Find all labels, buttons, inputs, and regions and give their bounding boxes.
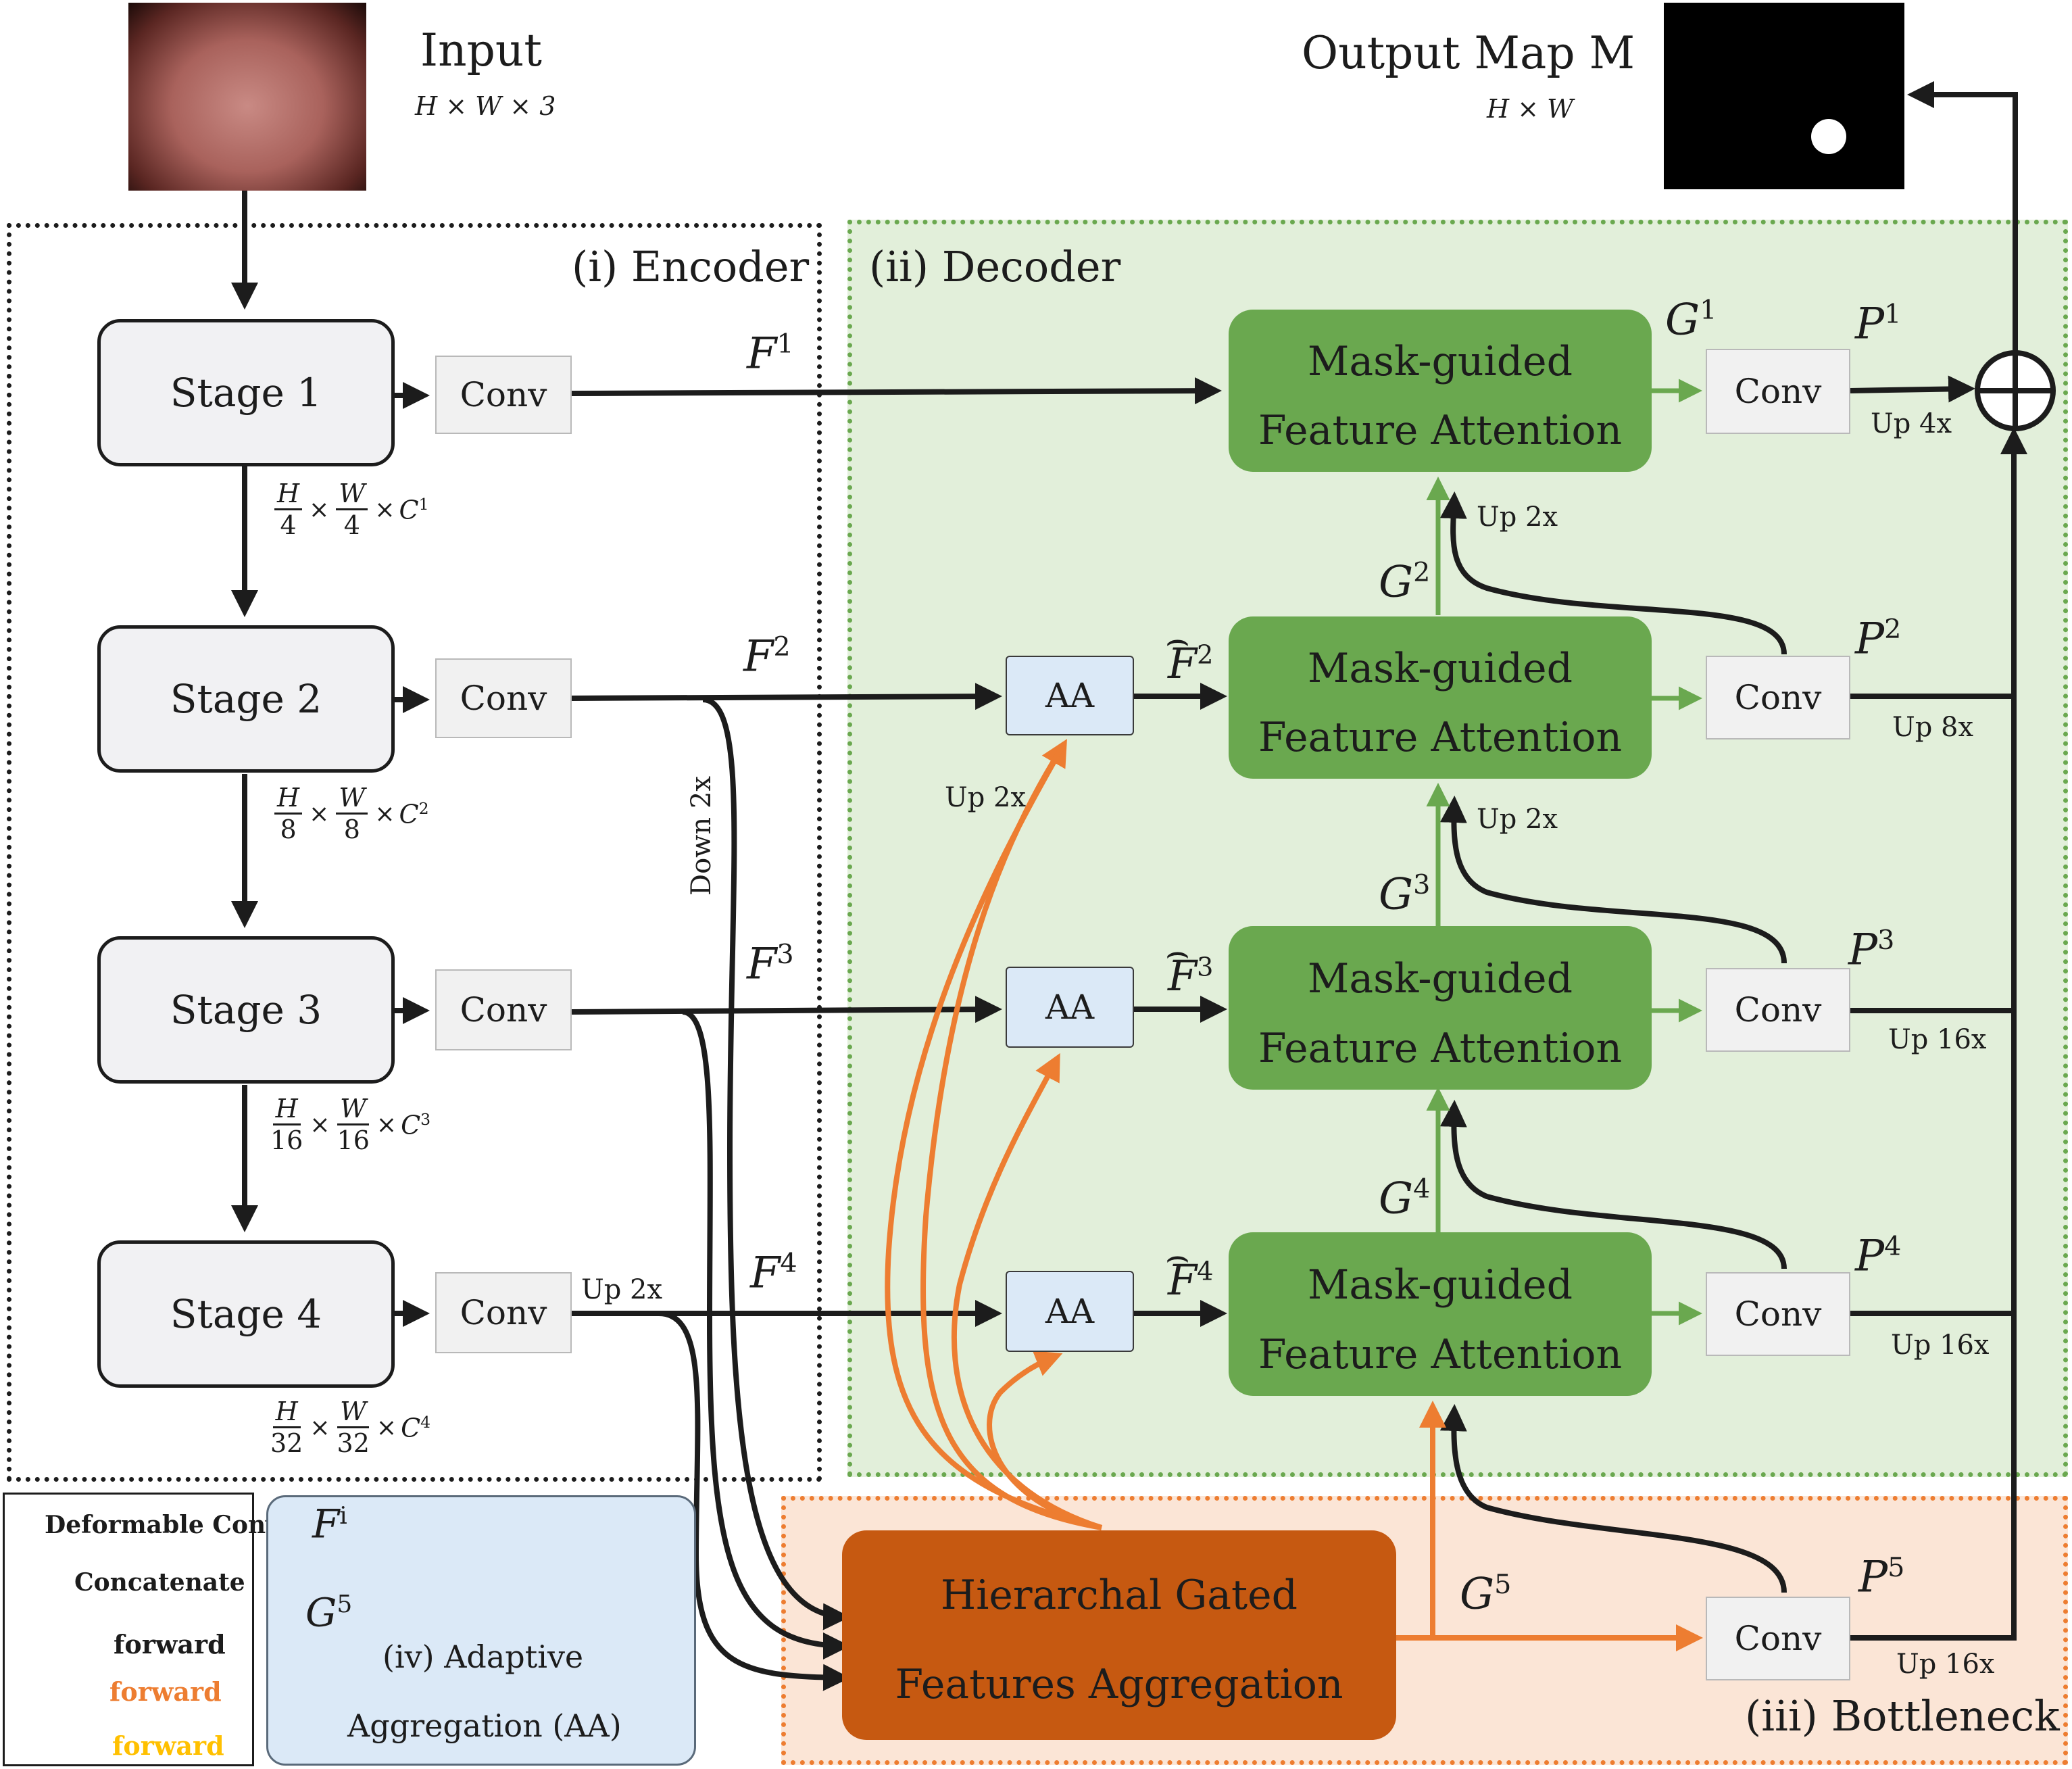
aa-block-3: AA (1006, 967, 1134, 1048)
label-down2x: Down 2x (686, 776, 717, 896)
encoder-region (7, 223, 822, 1482)
encoder-conv-3: Conv (435, 969, 572, 1050)
feedback-p3-mgfa2 (1439, 796, 1787, 964)
legend-forward-orange-label: forward (109, 1676, 222, 1707)
encoder-conv-4: Conv (435, 1272, 572, 1353)
decoder-conv-2: Conv (1706, 656, 1850, 740)
gate-g4: G4 (1379, 1173, 1431, 1224)
feature-hat-f4: F4⌢ (1165, 1234, 1214, 1305)
feature-f1: F1 (747, 329, 794, 379)
encoder-conv-2: Conv (435, 658, 572, 738)
legend-deformable-label: Deformable Conv (45, 1511, 280, 1539)
orange-hgfa-aa2b (920, 742, 1102, 1530)
segmentation-mask-icon (1811, 119, 1846, 154)
bottleneck-conv: Conv (1706, 1597, 1850, 1680)
gate-g2: G2 (1379, 557, 1431, 608)
stage-3: Stage 3 (97, 936, 395, 1084)
stage-1: Stage 1 (97, 319, 395, 466)
label-up2x-mgfa1: Up 2x (1477, 502, 1558, 533)
label-p4-up: Up 16x (1891, 1330, 1990, 1361)
gate-g1: G1 (1665, 295, 1717, 345)
feedback-p5-mgfa4 (1439, 1404, 1787, 1593)
pred-p2: P2 (1855, 614, 1902, 664)
arrow-f1 (571, 377, 1222, 405)
decoder-conv-3: Conv (1706, 968, 1850, 1052)
feature-hat-f2: F2⌢ (1165, 617, 1214, 688)
input-image (128, 3, 366, 191)
pred-p1: P1 (1855, 299, 1902, 349)
aa-block-2: AA (1006, 656, 1134, 735)
label-up2x-f4: Up 2x (581, 1274, 663, 1305)
curve-f3-hgfa (682, 1009, 850, 1659)
curve-f2-hgfa (702, 697, 850, 1630)
feature-hat-f3: F3⌢ (1165, 929, 1214, 1000)
aa-panel-g5: G5 (305, 1589, 353, 1636)
stage-2: Stage 2 (97, 625, 395, 773)
line-p5-right (1850, 427, 2027, 1641)
arrow-f3 (571, 996, 1002, 1023)
aa-panel-fi: Fi (312, 1501, 347, 1547)
aa-explain-panel (266, 1495, 696, 1766)
line-p1-concat (1850, 375, 1975, 403)
legend-forward-yellow-label: forward (112, 1730, 224, 1761)
label-up2x-mgfa2: Up 2x (1477, 804, 1558, 835)
label-up2x-aa2: Up 2x (945, 782, 1027, 813)
decoder-label: (ii) Decoder (869, 242, 1121, 291)
feature-f4: F4 (750, 1248, 797, 1299)
gate-g5: G5 (1460, 1569, 1512, 1620)
pred-p5: P5 (1858, 1552, 1905, 1603)
legend (3, 1493, 254, 1766)
pred-p3: P3 (1848, 925, 1895, 975)
label-p3-up: Up 16x (1888, 1024, 1987, 1055)
legend-concatenate-label: Concatenate (74, 1568, 245, 1597)
feature-f2: F2 (743, 631, 791, 682)
legend-forward-black-label: forward (114, 1629, 226, 1659)
arrow-concat-output (1907, 81, 2018, 357)
output-mask (1664, 3, 1904, 189)
decoder-conv-4: Conv (1706, 1272, 1850, 1356)
input-title: Input (420, 24, 542, 76)
arrow-f2 (571, 683, 1002, 710)
encoder-conv-1: Conv (435, 356, 572, 434)
encoder-label: (i) Encoder (572, 242, 810, 291)
label-p1-up: Up 4x (1871, 408, 1952, 439)
curve-f4-hgfa (658, 1311, 850, 1691)
decoder-conv-1: Conv (1706, 349, 1850, 434)
orange-hgfa-aa2 (885, 739, 1102, 1530)
orange-hgfa-aa4 (987, 1351, 1102, 1530)
concatenate-node (1975, 350, 2056, 431)
feedback-p4-mgfa3 (1439, 1100, 1787, 1269)
aa-block-4: AA (1006, 1271, 1134, 1352)
output-title: Output Map M (1302, 27, 1635, 79)
aa-panel-title-1: (iv) Adaptive (383, 1639, 584, 1675)
bottleneck-label: (iii) Bottleneck (1745, 1691, 2060, 1741)
feedback-p2-mgfa1 (1439, 491, 1787, 655)
stage-4: Stage 4 (97, 1240, 395, 1388)
input-dims: H × W × 3 (415, 91, 556, 121)
label-p2-up: Up 8x (1892, 712, 1974, 743)
label-p5-up: Up 16x (1896, 1649, 1995, 1680)
feature-f3: F3 (747, 939, 794, 990)
gate-g3: G3 (1379, 869, 1431, 920)
pred-p4: P4 (1855, 1231, 1902, 1282)
output-dims: H × W (1487, 94, 1574, 124)
aa-panel-title-2: Aggregation (AA) (347, 1707, 622, 1744)
